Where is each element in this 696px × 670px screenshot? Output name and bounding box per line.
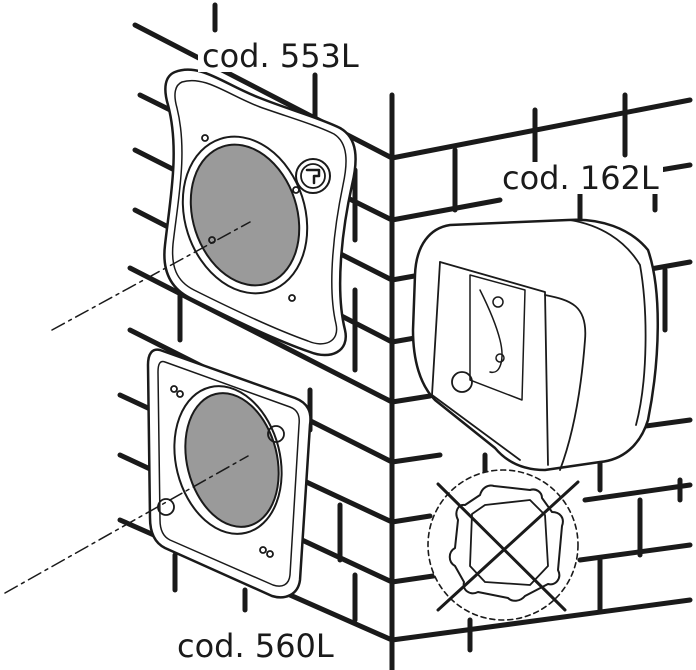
box-162-illustration	[411, 218, 659, 472]
frame-560-label: cod. 560L	[173, 630, 338, 662]
prohibited-detail	[427, 469, 580, 621]
plate-553-illustration	[163, 68, 357, 357]
frame-560-illustration	[146, 348, 312, 599]
plate-553-label: cod. 553L	[198, 40, 363, 72]
lock-knob-icon	[295, 158, 331, 194]
cross-out-icon	[436, 480, 580, 612]
axis-lines	[4, 221, 251, 594]
box-162-label: cod. 162L	[498, 162, 663, 194]
